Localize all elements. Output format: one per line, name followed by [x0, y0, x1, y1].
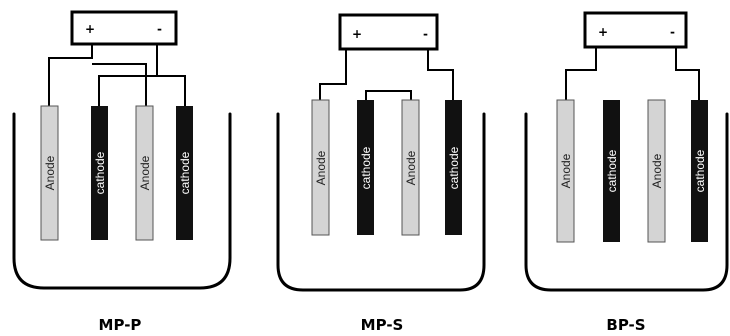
electrode-body	[357, 100, 374, 235]
electrode-label: Anode	[314, 150, 328, 185]
electrode-cathode: cathode	[445, 100, 462, 235]
electrode-cathode: cathode	[603, 100, 620, 242]
cell-mp-p: + - Anode cathode Anode cathode MP-P	[12, 10, 232, 334]
electrode-body	[556, 99, 575, 243]
electrode-body	[40, 105, 59, 241]
electrode-label: cathode	[447, 146, 461, 189]
cell-mp-p-tank	[12, 112, 232, 290]
electrode-anode: Anode	[311, 99, 330, 236]
electrode-body	[311, 99, 330, 236]
electrode-body	[91, 106, 108, 240]
cell-bp-s-negative-terminal: -	[670, 25, 675, 39]
cell-mp-s-caption: MP-S	[361, 316, 404, 334]
electrode-body	[401, 99, 420, 236]
electrode-label: cathode	[359, 146, 373, 189]
electrode-anode: Anode	[135, 105, 154, 241]
electrode-cathode: cathode	[691, 100, 708, 242]
cell-mp-p-power-supply	[70, 10, 178, 46]
electrode-label: cathode	[693, 149, 707, 192]
electrode-cathode: cathode	[176, 106, 193, 240]
electrode-label: Anode	[138, 155, 152, 190]
electrode-body	[445, 100, 462, 235]
electrode-body	[603, 100, 620, 242]
electrode-label: cathode	[605, 149, 619, 192]
cell-mp-p-negative-terminal: -	[157, 22, 162, 36]
electrode-anode: Anode	[401, 99, 420, 236]
cell-bp-s-wires	[565, 46, 700, 100]
cell-bp-s-tank	[524, 112, 729, 292]
cell-mp-s: + - Anode cathode Anode cathode MP-S	[276, 13, 486, 334]
cell-mp-s-negative-terminal: -	[423, 27, 428, 41]
electrode-body	[176, 106, 193, 240]
electrode-cathode: cathode	[357, 100, 374, 235]
cell-mp-s-positive-terminal: +	[352, 27, 362, 41]
cell-bp-s-power-supply	[583, 11, 688, 49]
cell-mp-p-wires	[48, 43, 186, 106]
electrode-body	[691, 100, 708, 242]
cell-bp-s-positive-terminal: +	[598, 25, 608, 39]
electrode-anode: Anode	[647, 99, 666, 243]
electrode-body	[647, 99, 666, 243]
electrode-label: Anode	[404, 150, 418, 185]
electrode-label: Anode	[43, 155, 57, 190]
electrode-label: Anode	[559, 153, 573, 188]
cell-mp-s-wires	[319, 48, 454, 100]
cell-bp-s-caption: BP-S	[606, 316, 645, 334]
electrode-label: cathode	[93, 151, 107, 194]
cell-mp-s-tank	[276, 112, 486, 292]
electrode-anode: Anode	[556, 99, 575, 243]
cell-mp-s-power-supply	[338, 13, 439, 51]
electrode-label: Anode	[650, 153, 664, 188]
electrode-body	[135, 105, 154, 241]
electrode-cathode: cathode	[91, 106, 108, 240]
cell-mp-p-caption: MP-P	[99, 316, 142, 334]
electrode-label: cathode	[178, 151, 192, 194]
electrode-anode: Anode	[40, 105, 59, 241]
cell-mp-p-positive-terminal: +	[85, 22, 95, 36]
cell-bp-s: + - Anode cathode Anode cathode BP-S	[524, 11, 729, 334]
